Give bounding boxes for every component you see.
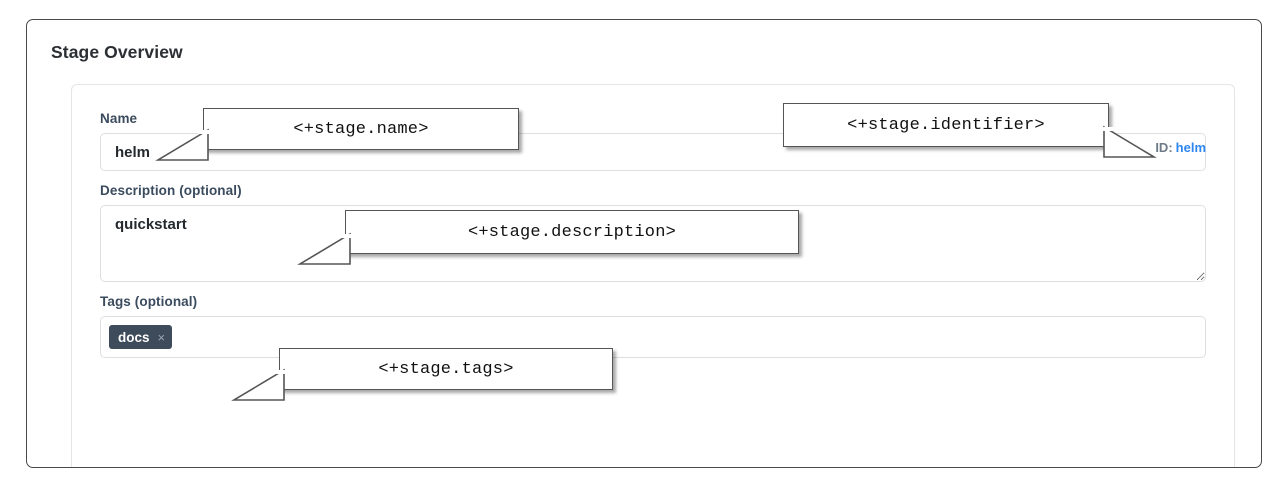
page-title: Stage Overview xyxy=(51,42,183,62)
callout-stage-tags: <+stage.tags> xyxy=(231,348,613,401)
name-label: Name xyxy=(100,111,138,126)
description-label: Description (optional) xyxy=(100,183,242,198)
callout-stage-identifier-text: <+stage.identifier> xyxy=(847,115,1045,135)
tag-chip[interactable]: docs × xyxy=(109,325,173,349)
tags-label: Tags (optional) xyxy=(100,294,198,309)
screenshot-frame: Stage Overview ID:helm Name Description … xyxy=(26,19,1262,468)
id-label: ID: xyxy=(1155,140,1173,155)
callout-stage-identifier: <+stage.identifier> xyxy=(783,103,1157,158)
field-tags: Tags (optional) docs × xyxy=(100,294,1206,358)
callout-stage-description: <+stage.description> xyxy=(297,210,799,265)
description-textarea[interactable] xyxy=(100,205,1206,282)
callout-stage-description-text: <+stage.description> xyxy=(467,222,677,242)
callout-stage-name: <+stage.name> xyxy=(155,108,519,161)
callout-stage-tags-text: <+stage.tags> xyxy=(378,359,514,379)
stage-identifier-line: ID:helm xyxy=(1155,140,1206,155)
callout-stage-name-text: <+stage.name> xyxy=(293,119,429,139)
tag-chip-label: docs xyxy=(118,329,150,345)
tag-remove-icon[interactable]: × xyxy=(157,329,166,345)
tags-input[interactable]: docs × xyxy=(100,316,1206,358)
field-description: Description (optional) xyxy=(100,183,1206,282)
id-value[interactable]: helm xyxy=(1175,140,1206,155)
